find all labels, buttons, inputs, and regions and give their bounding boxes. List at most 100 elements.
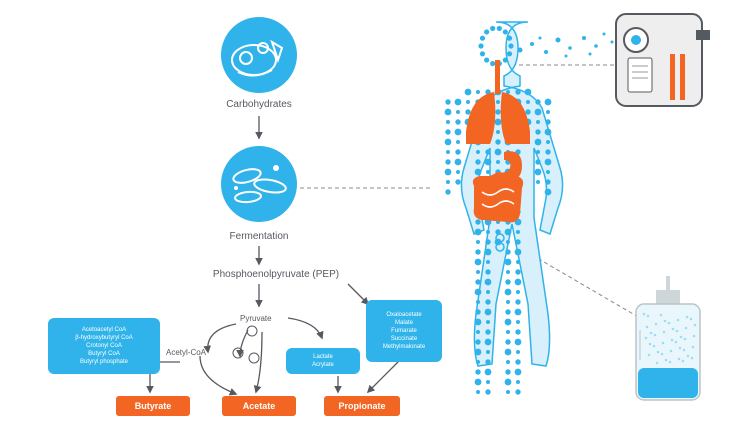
body-network-dot — [445, 99, 451, 105]
body-network-dot — [516, 230, 520, 234]
body-network-dot — [456, 110, 460, 114]
body-network-dot — [466, 100, 470, 104]
body-network-dot — [478, 43, 484, 49]
succinate-pathway-box: Oxaloacetate Malate Fumarate Succinate M… — [366, 300, 442, 362]
body-network-dot — [506, 330, 510, 334]
succinate-intermediate: Oxaloacetate — [386, 312, 422, 318]
body-network-dot — [484, 338, 492, 346]
jar-bubble — [645, 325, 649, 329]
body-network-dot — [474, 258, 482, 266]
body-network-dot — [490, 60, 496, 67]
body-network-dot — [502, 29, 508, 35]
body-network-dot — [484, 158, 492, 166]
jar-bubble — [649, 331, 653, 335]
body-network-dot — [444, 168, 452, 176]
body-network-dot — [454, 98, 462, 106]
body-network-dot — [475, 219, 481, 225]
body-network-dot — [474, 348, 482, 356]
jar-bubble — [654, 322, 658, 326]
body-network-dot — [506, 270, 510, 274]
body-network-dot — [546, 170, 550, 174]
body-network-dot — [495, 109, 501, 115]
body-network-dot — [475, 249, 481, 255]
body-network-dot — [445, 159, 451, 165]
body-network-dot — [486, 170, 490, 174]
body-network-dot — [536, 150, 540, 154]
body-network-dot — [536, 180, 540, 184]
jar-bubble — [663, 319, 667, 323]
body-network-dot — [486, 290, 490, 294]
body-network-dot — [486, 320, 490, 324]
jar-bubble — [675, 329, 679, 333]
jar-bubble — [692, 334, 696, 338]
human-body-figure — [444, 21, 564, 395]
butyrate-intermediate: Butyryl phosphate — [79, 359, 129, 365]
jar-bubble — [644, 336, 648, 340]
body-network-dot — [484, 29, 490, 35]
lactate-intermediate: Lactate — [313, 354, 333, 360]
body-network-dot — [536, 120, 540, 124]
body-network-dot — [506, 390, 510, 394]
body-network-dot — [475, 369, 481, 375]
body-network-dot — [485, 299, 491, 305]
jar-bubble — [689, 317, 693, 321]
butyrate-intermediate: β-hydroxybutyryl CoA — [75, 335, 133, 341]
body-network-dot — [490, 25, 496, 32]
pep-label: Phosphoenolpyruvate (PEP) — [212, 269, 340, 280]
body-network-dot — [505, 369, 511, 375]
jar-bubble — [662, 330, 666, 334]
body-network-dot — [504, 228, 512, 236]
body-network-dot — [544, 128, 552, 136]
body-network-dot — [515, 269, 521, 275]
acetyl-coa-label: Acetyl-CoA — [166, 348, 207, 357]
body-network-dot — [476, 360, 480, 364]
succinate-intermediate: Methylmalonate — [382, 344, 426, 350]
body-network-dot — [544, 188, 552, 196]
body-network-dot — [505, 339, 511, 345]
butyrate-intermediate: Butyryl CoA — [88, 351, 120, 357]
body-network-dot — [514, 248, 522, 256]
body-network-dot — [508, 43, 514, 49]
fermentation-label: Fermentation — [229, 231, 289, 242]
body-network-dot — [545, 179, 551, 185]
body-network-dot — [475, 159, 481, 165]
body-network-dot — [444, 138, 452, 146]
body-network-dot — [505, 249, 511, 255]
body-network-dot — [486, 230, 490, 234]
body-network-dot — [525, 109, 531, 115]
body-network-dot — [514, 308, 522, 316]
body-network-dot — [446, 120, 450, 124]
body-network-dot — [516, 260, 520, 264]
body-network-dot — [516, 290, 520, 294]
jar-bubble — [691, 345, 695, 349]
body-network-dot — [506, 240, 510, 244]
carbohydrates-icon — [221, 17, 297, 93]
body-network-dot — [476, 270, 480, 274]
body-network-dot — [545, 149, 551, 155]
jar-bubble — [652, 344, 656, 348]
body-network-dot — [534, 168, 542, 176]
body-network-dot — [445, 189, 451, 195]
body-network-dot — [485, 239, 491, 245]
butyrate-intermediate: Acetoacetyl CoA — [81, 327, 127, 333]
body-network-dot — [515, 329, 521, 335]
body-network-dot — [544, 98, 552, 106]
body-network-dot — [445, 129, 451, 135]
butyrate-pathway-box: Acetoacetyl CoA β-hydroxybutyryl CoA Cro… — [48, 318, 160, 374]
jar-bubble — [664, 358, 668, 362]
lactate-intermediate: Acrylate — [312, 362, 334, 368]
bacteria-icon — [221, 146, 297, 222]
body-network-dot — [524, 88, 532, 96]
body-network-dot — [495, 139, 501, 145]
body-network-dot — [515, 359, 521, 365]
jar-bubble — [646, 314, 650, 318]
jar-bubble — [647, 353, 651, 357]
body-network-dot — [476, 90, 480, 94]
body-network-dot — [485, 149, 491, 155]
body-network-dot — [486, 380, 490, 384]
body-network-dot — [446, 150, 450, 154]
body-network-dot — [506, 300, 510, 304]
body-network-dot — [455, 119, 461, 125]
body-network-dot — [505, 309, 511, 315]
